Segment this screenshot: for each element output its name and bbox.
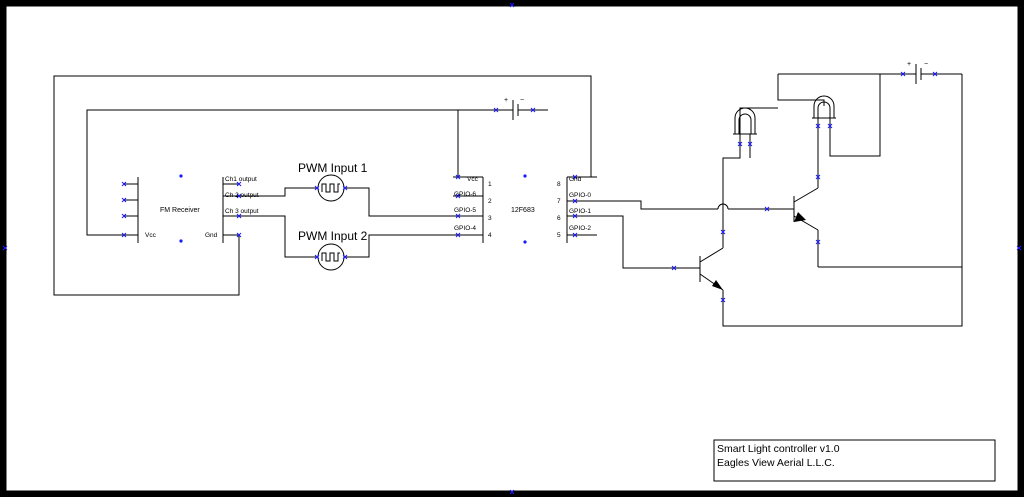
mcu-pin-num-2: 2	[488, 198, 492, 205]
mcu-pin-num-7: 7	[557, 198, 561, 205]
mcu-pin-gpio6: GPIO-6	[454, 191, 476, 198]
battery-1[interactable]: + −	[493, 97, 536, 120]
fm-pin-ch3: Ch 3 output	[225, 208, 259, 215]
mcu-pin-num-5: 5	[557, 232, 561, 239]
schematic-sheet	[5, 5, 1019, 492]
fm-pin-vcc: Vcc	[145, 232, 157, 239]
mcu-pin-num-1: 1	[488, 181, 492, 188]
title-line-2: Eagles View Aerial L.L.C.	[717, 457, 835, 469]
mcu-pin-gpio1: GPIO-1	[569, 208, 591, 215]
lamp-2[interactable]	[812, 95, 836, 129]
mcu-pin-gpio4: GPIO-4	[454, 225, 476, 232]
fm-pin-gnd: Gnd	[205, 232, 218, 239]
mcu-pin-num-6: 6	[557, 215, 561, 222]
lamp-1[interactable]	[733, 107, 757, 147]
battery-1-plus: +	[504, 97, 508, 104]
battery-2-plus: +	[907, 61, 911, 68]
fm-pin-ch2: Ch 2 output	[225, 192, 259, 199]
mcu-pin-gpio2: GPIO-2	[569, 225, 591, 232]
mcu-pin-num-8: 8	[557, 181, 561, 188]
wires	[53, 73, 963, 327]
mcu-12f683[interactable]: 12F683 Vcc GPIO-6 GPIO-5 GPIO-4 1 2 3 4 …	[453, 174, 597, 244]
title-block: Smart Light controller v1.0 Eagles View …	[713, 439, 996, 482]
pwm-input-1-label: PWM Input 1	[298, 161, 368, 175]
mcu-label: 12F683	[511, 207, 535, 214]
mcu-pin-num-4: 4	[488, 232, 492, 239]
battery-2-minus: −	[924, 61, 928, 68]
mcu-pin-num-3: 3	[488, 215, 492, 222]
mcu-pin-gnd: Gnd	[569, 176, 582, 183]
fm-pin-ch1: Ch1 output	[225, 176, 257, 183]
fm-receiver-label: FM Receiver	[160, 207, 200, 214]
battery-1-minus: −	[520, 97, 524, 104]
transistor-1[interactable]	[671, 229, 726, 303]
pwm-input-1[interactable]: PWM Input 1	[298, 161, 368, 202]
fm-receiver[interactable]: FM Receiver Vcc Ch1 output Ch 2 output C…	[121, 174, 259, 243]
pwm-input-2-label: PWM Input 2	[298, 229, 368, 243]
transistor-2[interactable]	[764, 174, 821, 245]
title-line-1: Smart Light controller v1.0	[717, 443, 840, 455]
pwm-input-2[interactable]: PWM Input 2	[298, 229, 368, 271]
battery-2[interactable]: + −	[900, 61, 938, 84]
mcu-pin-vcc: Vcc	[467, 176, 479, 183]
mcu-pin-gpio0: GPIO-0	[569, 192, 591, 199]
mcu-pin-gpio5: GPIO-5	[454, 207, 476, 214]
